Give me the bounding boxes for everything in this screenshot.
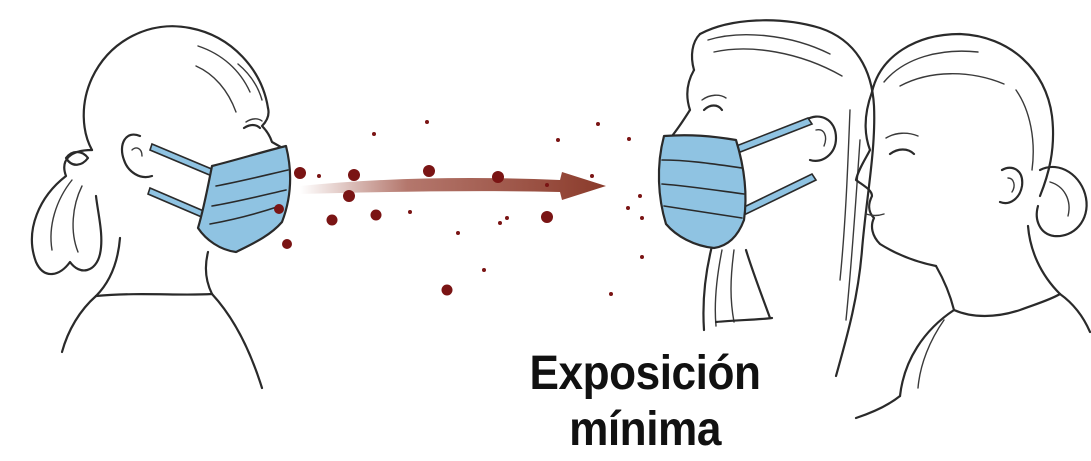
girl-eye (242, 123, 262, 130)
bystander-hair-bun (1035, 165, 1088, 238)
girl-ponytail (30, 148, 103, 276)
girl-head-outline (82, 25, 270, 152)
caption-line-1: Exposición (529, 347, 761, 400)
droplet-particles (274, 120, 644, 296)
transmission-arrow (300, 172, 606, 200)
exposure-caption: Exposición mínima (490, 346, 800, 458)
caption-line-2: mínima (569, 403, 721, 456)
unmasked-woman-figure (854, 32, 1091, 420)
masked-girl-figure (30, 25, 292, 390)
bystander-ear (998, 166, 1024, 205)
bystander-eye (888, 148, 916, 156)
bystander-face-profile (854, 90, 938, 268)
woman-mask (657, 134, 747, 250)
woman-hair-outline (698, 19, 876, 378)
masked-woman-figure (657, 19, 876, 378)
woman-ear (804, 115, 838, 162)
girl-ear (120, 133, 154, 179)
woman-eye (702, 104, 724, 112)
bystander-hair-outline (870, 32, 1055, 198)
